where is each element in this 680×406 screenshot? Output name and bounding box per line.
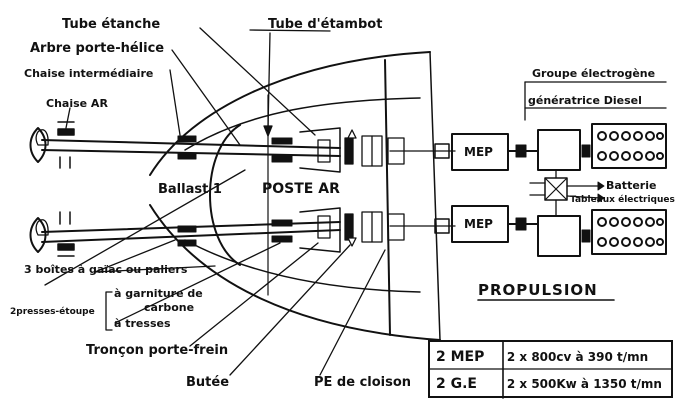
etambot-top-upper [271, 137, 293, 145]
label-troncon-porte-frein: Tronçon porte-frein [86, 343, 229, 358]
shaft-bottom-lower [41, 229, 341, 243]
hull-upper-curve [149, 51, 431, 176]
label-butee: Butée [186, 375, 230, 390]
tube-etanche-top [299, 127, 341, 173]
chaise-intermediaire-top-upper [177, 135, 197, 143]
chaise-intermediaire-bottom-upper [177, 225, 197, 233]
hull-lower-inner [184, 239, 421, 293]
label-ballast: Ballast 1 [158, 182, 222, 197]
label-batterie: Batterie [606, 179, 657, 192]
propeller-bottom [29, 217, 49, 253]
generator-top-box [537, 129, 581, 171]
specs-row-ge: 2 G.E 2 x 500Kw à 1350 t/mn [436, 376, 662, 392]
frame-2 [384, 59, 391, 336]
label-pe-de-cloison: PE de cloison [314, 375, 412, 390]
chaise-ar-top [57, 121, 75, 169]
label-tresses: à tresses [114, 317, 171, 330]
coupling-top [434, 143, 450, 159]
specs-table: 2 MEP 2 x 800cv à 390 t/mn 2 G.E 2 x 500… [428, 340, 673, 398]
label-tableaux-electriques: Tableaux électriques [570, 195, 675, 205]
chaise-ar-bottom [57, 211, 75, 257]
chaise-intermediaire-top-lower [177, 152, 197, 160]
propeller-top [29, 127, 49, 163]
label-arbre-porte-helice: Arbre porte-hélice [30, 41, 165, 56]
etambot-bottom-upper [271, 219, 293, 227]
label-garniture-1: à garniture de [114, 287, 203, 300]
specs-qty: 2 MEP [436, 349, 485, 365]
specs-qty: 2 G.E [436, 376, 477, 392]
etambot-top-lower [271, 155, 293, 163]
assembly-top [317, 129, 456, 167]
specs-row-mep: 2 MEP 2 x 800cv à 390 t/mn [436, 349, 648, 365]
diesel-top [591, 123, 667, 169]
diesel-bottom [591, 209, 667, 255]
label-generatrice-diesel: génératrice Diesel [528, 94, 642, 107]
hull-upper-inner [184, 97, 421, 151]
label-chaise-ar: Chaise AR [46, 97, 108, 110]
coupling-bottom [434, 218, 450, 234]
mep-top-label: MEP [464, 145, 493, 159]
shaft-top-upper [41, 139, 341, 149]
mep-bottom-label: MEP [464, 217, 493, 231]
generator-bottom-box [537, 215, 581, 257]
leader-lines [44, 27, 386, 376]
assembly-bottom [317, 211, 456, 247]
ballast-outline [209, 124, 241, 266]
specs-value: 2 x 500Kw à 1350 t/mn [506, 377, 662, 391]
label-chaise-intermediaire: Chaise intermédiaire [24, 67, 154, 80]
label-tube-etambot: Tube d'étambot [268, 17, 383, 32]
tube-etanche-bottom [299, 207, 341, 253]
label-propulsion: PROPULSION [478, 281, 598, 299]
label-garniture-2: carbone [144, 301, 195, 314]
label-boites-gaiac: 3 boîtes à gaïac ou paliers [24, 263, 188, 276]
hull-right-edge [429, 51, 441, 341]
label-groupe-electrogene: Groupe électrogène [532, 67, 656, 80]
label-tube-etanche: Tube étanche [62, 17, 161, 32]
specs-value: 2 x 800cv à 390 t/mn [506, 350, 649, 364]
label-poste-ar: POSTE AR [262, 181, 340, 197]
presses-bracket [105, 291, 113, 331]
chaise-intermediaire-bottom-lower [177, 239, 197, 247]
hull-lower-curve [149, 204, 441, 341]
label-presses-etoupe: 2presses-étoupe [10, 307, 95, 317]
etambot-bottom-lower [271, 235, 293, 243]
